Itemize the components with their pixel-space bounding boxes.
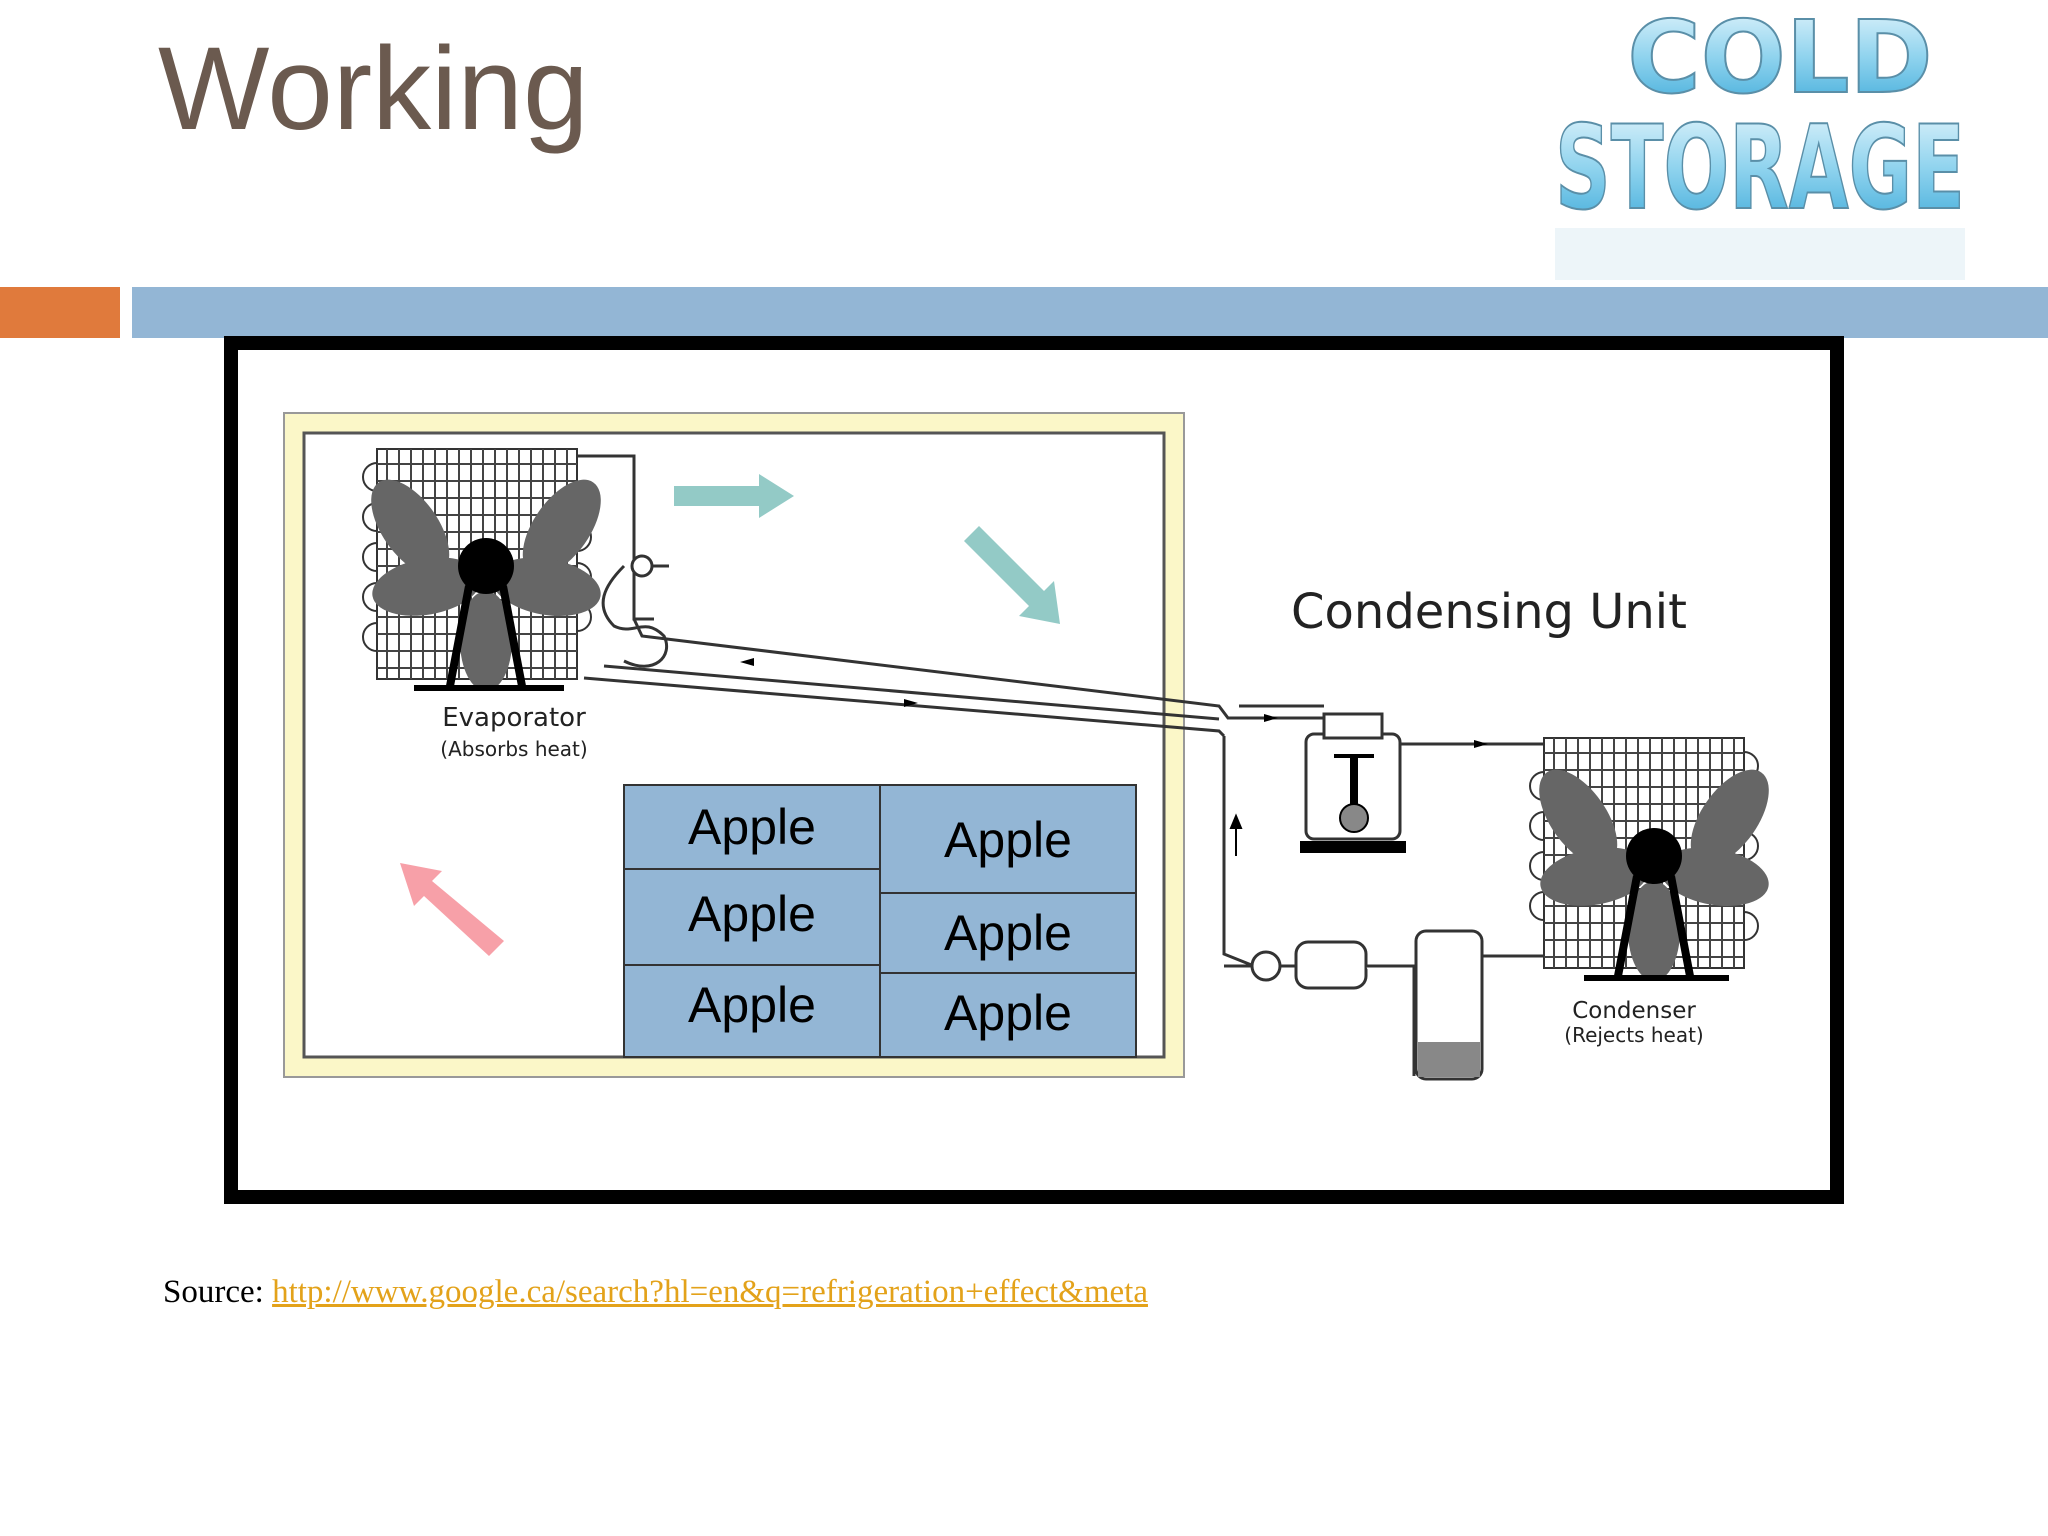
cold-storage-logo: COLD STORAGE bbox=[1545, 0, 1975, 285]
evaporator-fan-icon bbox=[371, 479, 601, 691]
condenser-sublabel: (Rejects heat) bbox=[1564, 1023, 1703, 1047]
refrigerant-lines bbox=[583, 618, 1324, 968]
apple-box-label: Apple bbox=[688, 799, 816, 855]
apple-box-label: Apple bbox=[944, 985, 1072, 1041]
compressor-icon bbox=[1300, 712, 1406, 853]
condenser-label: Condenser bbox=[1572, 998, 1696, 1024]
condenser-unit bbox=[1529, 737, 1769, 981]
airflow-arrow-up-left-icon bbox=[400, 863, 504, 956]
apple-box-label: Apple bbox=[944, 905, 1072, 961]
condenser-fan-icon bbox=[1539, 769, 1769, 981]
apple-box-label: Apple bbox=[944, 812, 1072, 868]
receiver-and-drier-icon bbox=[1224, 929, 1544, 1081]
accent-bar-orange bbox=[0, 287, 120, 338]
evaporator-unit bbox=[362, 448, 601, 691]
evaporator-piping bbox=[577, 454, 669, 668]
source-link[interactable]: http://www.google.ca/search?hl=en&q=refr… bbox=[272, 1274, 1148, 1310]
airflow-arrow-right-icon bbox=[674, 474, 794, 518]
refrigeration-diagram: Evaporator (Absorbs heat) Apple Apple Ap… bbox=[224, 336, 1844, 1204]
apple-box-label: Apple bbox=[688, 977, 816, 1033]
airflow-arrow-down-right-icon bbox=[964, 526, 1060, 624]
condensing-unit-label: Condensing Unit bbox=[1291, 584, 1687, 640]
evaporator-label: Evaporator bbox=[442, 703, 586, 733]
source-label: Source: bbox=[163, 1274, 264, 1310]
apple-box-label: Apple bbox=[688, 886, 816, 942]
logo-word-cold: COLD bbox=[1627, 0, 1932, 116]
slide-title: Working bbox=[158, 23, 589, 155]
logo-word-storage: STORAGE bbox=[1555, 101, 1965, 236]
accent-bar-blue bbox=[132, 287, 2048, 338]
apple-boxes: Apple Apple Apple Apple Apple Apple bbox=[623, 784, 1137, 1058]
source-citation: Source: http://www.google.ca/search?hl=e… bbox=[163, 1274, 1148, 1311]
evaporator-sublabel: (Absorbs heat) bbox=[440, 737, 587, 761]
